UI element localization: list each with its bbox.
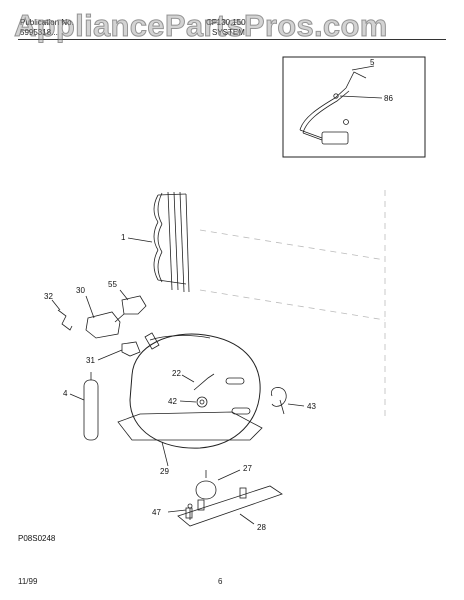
leader-1 [127,237,153,243]
start-capacitor [83,372,99,441]
leader-32 [51,299,61,311]
mounting-grommet [195,470,217,500]
label-5: 5 [370,58,375,67]
model-number: CF130,150 [206,18,246,27]
diagram-code: P08S0248 [18,534,56,543]
publication-number: 5995318... [20,28,58,37]
leader-31 [97,349,123,361]
cabinet-outline [199,190,386,420]
leader-30 [85,295,95,319]
condenser-coils [153,191,190,293]
publication-label: Publication No. [20,18,74,27]
inset-drier-tube [299,71,367,145]
relay-assembly [85,295,147,357]
label-4: 4 [63,389,68,398]
tube-clamp [270,387,287,415]
wire-32 [57,309,73,331]
section-title: SYSTEM [212,28,245,37]
leader-28 [239,513,255,525]
label-30: 30 [76,286,85,295]
label-22: 22 [172,369,181,378]
label-86: 86 [384,94,393,103]
inset-box [282,56,426,158]
leader-4 [69,393,85,401]
page-number: 6 [218,577,223,586]
leader-42 [179,400,197,403]
label-27: 27 [243,464,252,473]
leader-27 [217,469,241,481]
label-29: 29 [160,467,169,476]
leader-43 [287,403,305,407]
leader-55 [119,289,129,301]
leader-47 [167,509,187,513]
label-31: 31 [86,356,95,365]
leader-5 [351,65,375,71]
label-1: 1 [121,233,126,242]
leader-29 [161,441,169,467]
footer-date: 11/99 [18,577,38,586]
label-42: 42 [168,397,177,406]
leader-86 [339,95,383,99]
label-55: 55 [108,280,117,289]
label-32: 32 [44,292,53,301]
base-plate [177,485,283,527]
header-rule [18,39,446,40]
label-47: 47 [152,508,161,517]
label-28: 28 [257,523,266,532]
mounting-bolt [187,503,193,520]
leader-22 [181,374,195,383]
label-43: 43 [307,402,316,411]
compressor [117,332,263,449]
